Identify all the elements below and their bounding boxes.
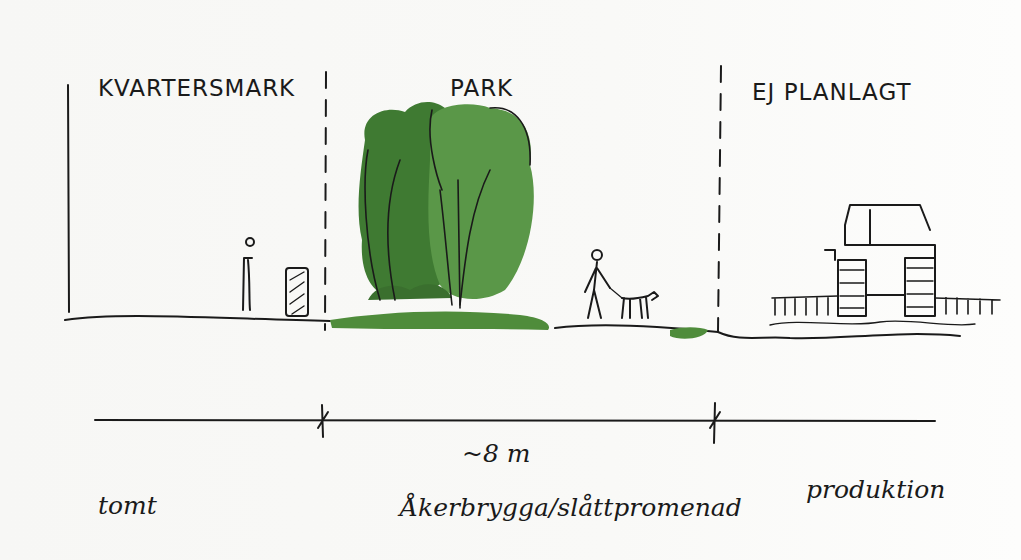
person [246,238,254,246]
dog [622,292,658,318]
zone-use-label: tomt [98,492,157,520]
tractor [825,250,905,295]
dimension-label: ~8 m [462,440,531,468]
bin-hatch [290,272,304,314]
leash [610,288,622,298]
grass-patch [670,327,708,338]
person [585,262,610,318]
tree-outline [365,110,490,305]
bin [286,268,308,316]
tree-crown [428,104,534,299]
shrub [368,284,452,300]
zone-use-label: produktion [806,476,945,504]
field-line [770,321,975,325]
dimension-tick [318,405,328,437]
tractor [845,205,935,280]
zone-divider [718,66,721,332]
building-wall [68,85,69,312]
tree-trunk [458,180,460,308]
grass-mound [330,311,549,330]
zone-label: PARK [450,76,513,101]
dimension-line [95,420,935,421]
dimension-tick [710,403,720,443]
crop-rows [772,296,1000,315]
ground-line [555,325,960,338]
person [243,258,252,310]
zone-label: KVARTERSMARK [98,76,295,101]
tread [840,268,933,308]
zone-use-label: Åkerbrygga/slåttpromenad [400,494,742,522]
person [592,250,602,260]
tree-outline [490,108,530,165]
zone-label: EJ PLANLAGT [752,80,912,105]
zone-divider [325,72,326,330]
